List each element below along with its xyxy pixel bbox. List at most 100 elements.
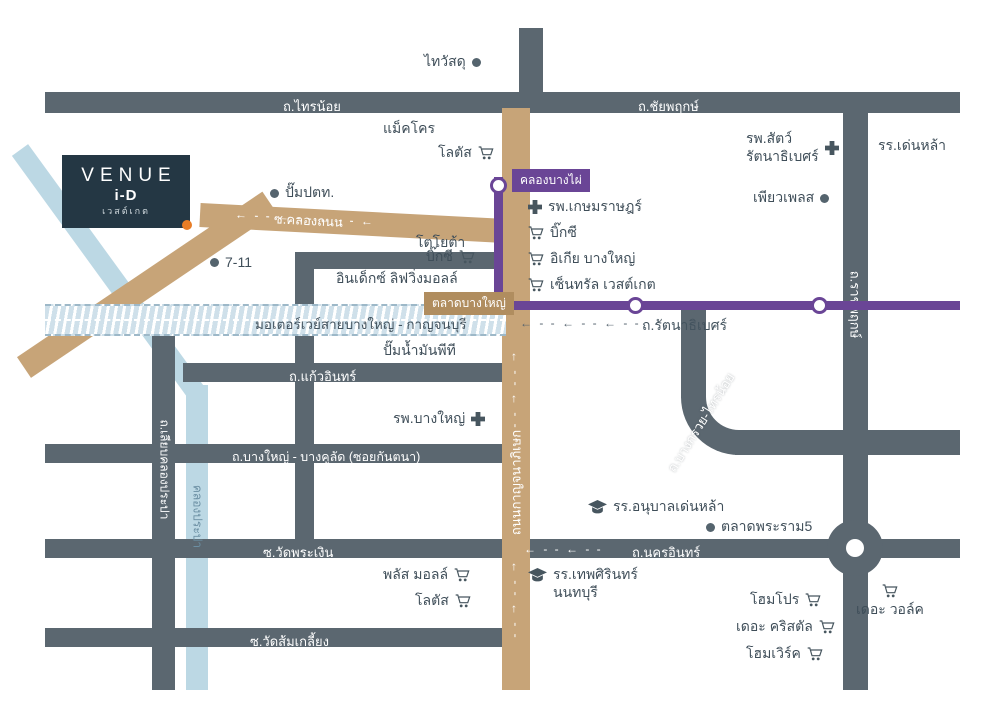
landmark-label: เพียวเพลส [753, 189, 815, 205]
landmark-label: โตโยต้า [416, 234, 466, 250]
road-top-stub [519, 28, 543, 98]
graduation-cap-icon [528, 568, 547, 583]
landmark-label: แม็คโคร [383, 120, 436, 136]
landmark-homework: โฮมเวิร์ค [746, 643, 823, 665]
landmark-homepro: โฮมโปร [750, 589, 821, 611]
mrt-station-khlong-bang-phai [490, 177, 507, 194]
road-label-sai-noi: ถ.ไทรน้อย [283, 99, 341, 114]
landmark-label: เดอะ คริสตัล [736, 618, 813, 634]
poi-dot-icon [471, 57, 481, 67]
road-kanchanaphisek [502, 108, 530, 690]
motorway-label: มอเตอร์เวย์สายบางใหญ่ - กาญจนบุรี [255, 317, 467, 332]
landmark-label: บิ๊กซี [550, 224, 577, 240]
landmark-the-walk: เดอะ วอล์ค [856, 584, 924, 619]
road-label-chaiyaphruek: ถ.ชัยพฤกษ์ [638, 99, 699, 114]
project-subtext: เวสต์เกต [102, 206, 150, 216]
landmark-label: รพ.บางใหญ่ [393, 410, 466, 426]
landmark-label: พลัส มอลล์ [383, 566, 449, 582]
landmark-ptt-station: ปั๊มปตท. [270, 182, 334, 204]
hospital-cross-icon [471, 412, 486, 426]
graduation-cap-icon [588, 499, 607, 515]
road-label-kanchanaphisek: ถนนกาญจนาภิเษก [508, 429, 524, 536]
landmark-label: โลตัส [415, 592, 449, 608]
station-badge-talad-bang-yai: ตลาดบางใหญ่ [424, 292, 514, 315]
landmark-label: ปั๊มปตท. [285, 184, 335, 200]
road-label-wat-som-kliang: ซ.วัดส้มเกลี้ยง [250, 634, 329, 649]
landmark-label: โฮมเวิร์ค [746, 645, 801, 661]
project-sub-brand: i-D [114, 187, 138, 204]
direction-arrows-nakhon-in: ← - - ← - - [524, 542, 603, 556]
landmark-anuban-denla-school: รร.อนุบาลเด่นหล้า [588, 496, 724, 518]
landmark-label: อินเด็กซ์ ลิฟวิ่งมอลล์ [336, 270, 458, 286]
shopping-cart-icon [454, 568, 470, 582]
landmark-label: รร.เทพศิรินทร์ [553, 566, 638, 582]
landmark-label: ปั๊มน้ำมันพีที [383, 342, 456, 358]
landmark-ikea: อิเกีย บางใหญ่ [528, 248, 635, 270]
shopping-cart-icon [455, 594, 471, 608]
shopping-cart-icon [478, 146, 494, 160]
landmark-label: รพ.สัตว์ [746, 130, 793, 146]
landmark-kasemrad-hospital: รพ.เกษมราษฎร์ [528, 196, 642, 218]
road-ratchaphruek [843, 92, 868, 690]
road-sai-noi-chaiyaphruek [45, 92, 960, 113]
landmark-label: อิเกีย บางใหญ่ [550, 250, 636, 266]
shopping-cart-icon [882, 584, 898, 598]
direction-arrows-kanchanaphisek-north: ← - - ← - - [509, 351, 523, 430]
shopping-cart-icon [807, 647, 823, 661]
landmark-big-c-east: บิ๊กซี [528, 222, 577, 244]
mrt-purple-line-horizontal [494, 301, 960, 310]
landmark-label: รพ.เกษมราษฎร์ [548, 198, 642, 214]
landmark-label: นนทบุรี [553, 583, 598, 600]
landmark-label: เซ็นทรัล เวสต์เกต [550, 276, 656, 292]
shopping-cart-icon [528, 226, 544, 240]
road-liab-khlong-prapa [152, 333, 175, 690]
mrt-purple-line-vertical [494, 177, 503, 307]
landmark-toyota: โตโยต้า [416, 232, 465, 254]
landmark-bang-yai-hospital: รพ.บางใหญ่ [393, 408, 486, 430]
mrt-station-east [811, 297, 828, 314]
landmark-index-living-mall: อินเด็กซ์ ลิฟวิ่งมอลล์ [336, 268, 458, 290]
landmark-seven-eleven: 7-11 [210, 254, 252, 270]
road-kaew-in [183, 363, 507, 382]
road-label-rattanathibet: ถ.รัตนาธิเบศร์ [642, 317, 728, 333]
landmark-lotus-bottom: โลตัส [415, 590, 471, 612]
shopping-cart-icon [805, 593, 821, 607]
hospital-cross-icon [528, 200, 542, 214]
landmark-label: ไทวัสดุ [424, 53, 466, 69]
station-badge-khlong-bang-phai: คลองบางไผ่ [512, 169, 590, 192]
motorway-centerline [45, 319, 506, 321]
landmark-label: เดอะ วอล์ค [856, 601, 924, 617]
road-label-nakhon-in: ถ.นครอินทร์ [632, 545, 701, 560]
road-mid-horizontal [295, 252, 507, 269]
project-name: VENUE [81, 165, 177, 186]
road-label-wat-phra-ngoen: ซ.วัดพระเงิน [263, 545, 334, 560]
project-logo: VENUE i-D เวสต์เกต [62, 155, 190, 228]
project-location-marker [182, 220, 192, 230]
landmark-the-crystal: เดอะ คริสตัล [736, 616, 835, 638]
landmark-label: 7-11 [225, 254, 252, 270]
shopping-cart-icon [528, 278, 544, 292]
landmark-denla-school: รร.เด่นหล้า [878, 135, 946, 157]
landmark-debsirin-school: รร.เทพศิรินทร์ นนทบุรี [528, 566, 638, 601]
landmark-label: รร.เด่นหล้า [878, 137, 947, 153]
landmark-label: รร.อนุบาลเด่นหล้า [613, 498, 725, 514]
landmark-makro: แม็คโคร [383, 118, 435, 140]
landmark-plus-mall: พลัส มอลล์ [383, 564, 470, 586]
mrt-station-mid [627, 297, 644, 314]
landmark-animal-hospital: รพ.สัตว์ รัตนาธิเบศร์ [746, 130, 839, 165]
road-label-kaew-in: ถ.แก้วอินทร์ [289, 369, 357, 384]
landmark-label: รัตนาธิเบศร์ [746, 147, 819, 164]
direction-arrows-kanchanaphisek-south: ← - - ← - - [509, 561, 523, 640]
landmark-label: โฮมโปร [750, 591, 800, 607]
road-bang-kruai-vertical [681, 306, 706, 398]
poi-dot-icon [820, 193, 830, 203]
landmark-talad-rama5: ตลาดพระราม5 [706, 516, 812, 538]
landmark-label: โลตัส [438, 144, 472, 160]
hospital-cross-icon [824, 140, 839, 155]
road-mid-vertical [295, 255, 314, 548]
road-bang-kruai-horizontal [735, 430, 960, 455]
poi-dot-icon [210, 257, 219, 267]
landmark-pure-place: เพียวเพลส [753, 187, 830, 209]
shopping-cart-icon [819, 620, 835, 634]
